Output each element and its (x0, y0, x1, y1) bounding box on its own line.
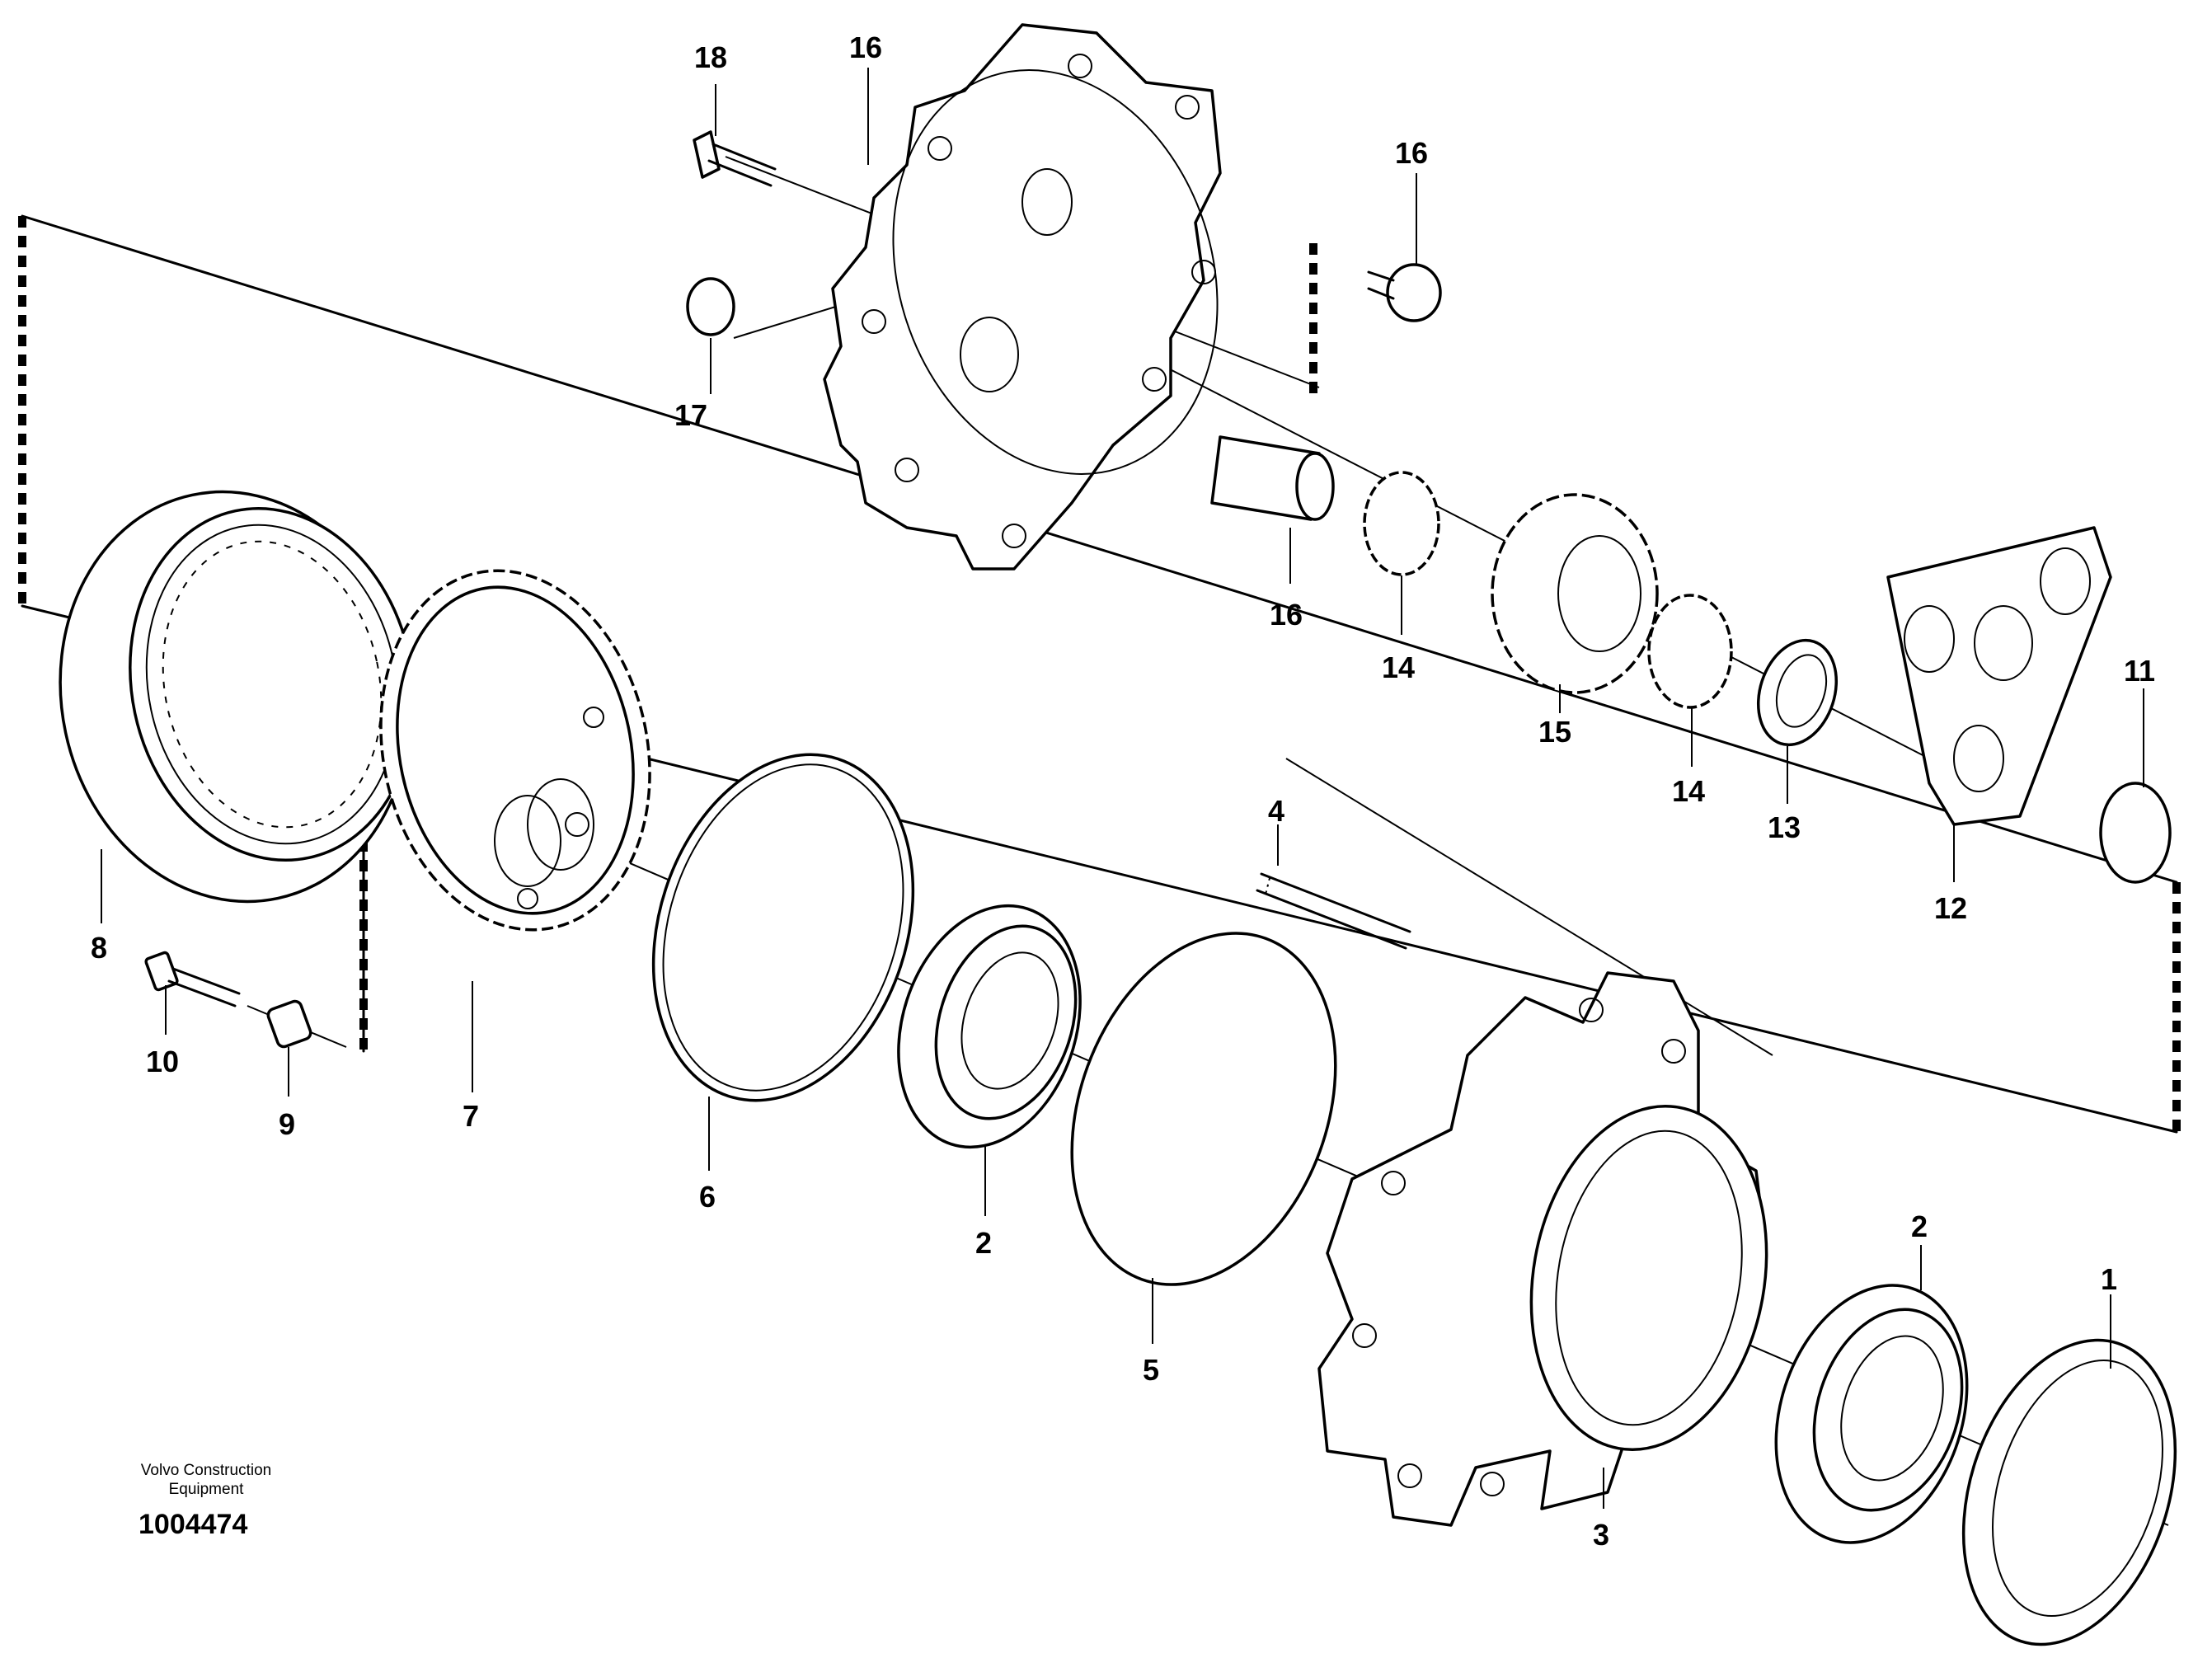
callout-14-upper: 14 (1382, 650, 1415, 684)
brand-line-1: Volvo Construction (140, 1462, 272, 1479)
callout-9: 9 (279, 1107, 295, 1141)
document-number: 1004474 (139, 1509, 248, 1540)
callout-6: 6 (699, 1180, 716, 1214)
callout-4: 4 (1268, 794, 1284, 828)
bearing-left-part (897, 904, 1082, 1149)
planet-gears-parts (1363, 471, 1733, 709)
callout-8: 8 (91, 931, 107, 965)
pin-part (1210, 435, 1335, 521)
seal-part (1961, 1338, 2177, 1646)
ring-gear-part (59, 490, 416, 904)
callout-15: 15 (1538, 715, 1571, 749)
callout-2-right: 2 (1911, 1209, 1928, 1243)
brand-label: Volvo Construction Equipment (115, 1461, 297, 1499)
callout-2-left: 2 (975, 1226, 992, 1260)
callout-11: 11 (2124, 654, 2155, 688)
callout-1: 1 (2101, 1262, 2117, 1296)
callout-17: 17 (674, 398, 707, 432)
callout-16-screw: 16 (1395, 136, 1428, 170)
leader-lines (101, 68, 2144, 1509)
bearing-right-part (1774, 1284, 1969, 1544)
callout-12: 12 (1934, 891, 1967, 925)
plate-part (1886, 526, 2112, 826)
callout-7: 7 (463, 1099, 479, 1133)
planet-carrier-part (379, 569, 651, 932)
callout-3: 3 (1593, 1518, 1609, 1552)
callout-13: 13 (1768, 810, 1801, 844)
callout-18: 18 (694, 40, 727, 74)
callout-labels: 18 16 16 17 16 14 15 14 13 12 11 4 8 10 … (91, 31, 2155, 1552)
washer-part (1756, 638, 1839, 747)
callout-16-cover: 16 (849, 31, 882, 64)
cover-part (823, 23, 1222, 571)
cover-fastener-parts (686, 130, 1442, 336)
circlip-part (2099, 782, 2172, 884)
wheel-hub-part (1317, 971, 1768, 1527)
o-ring-part (1070, 932, 1337, 1286)
bolt-and-sleeve-parts (144, 951, 312, 1049)
callout-5: 5 (1143, 1353, 1159, 1387)
brand-line-2: Equipment (168, 1481, 244, 1498)
stud-part (1256, 872, 1411, 950)
callout-10: 10 (146, 1045, 179, 1078)
snap-ring-part (651, 753, 915, 1102)
callout-16-pin: 16 (1270, 598, 1303, 632)
callout-14-lower: 14 (1672, 774, 1705, 808)
